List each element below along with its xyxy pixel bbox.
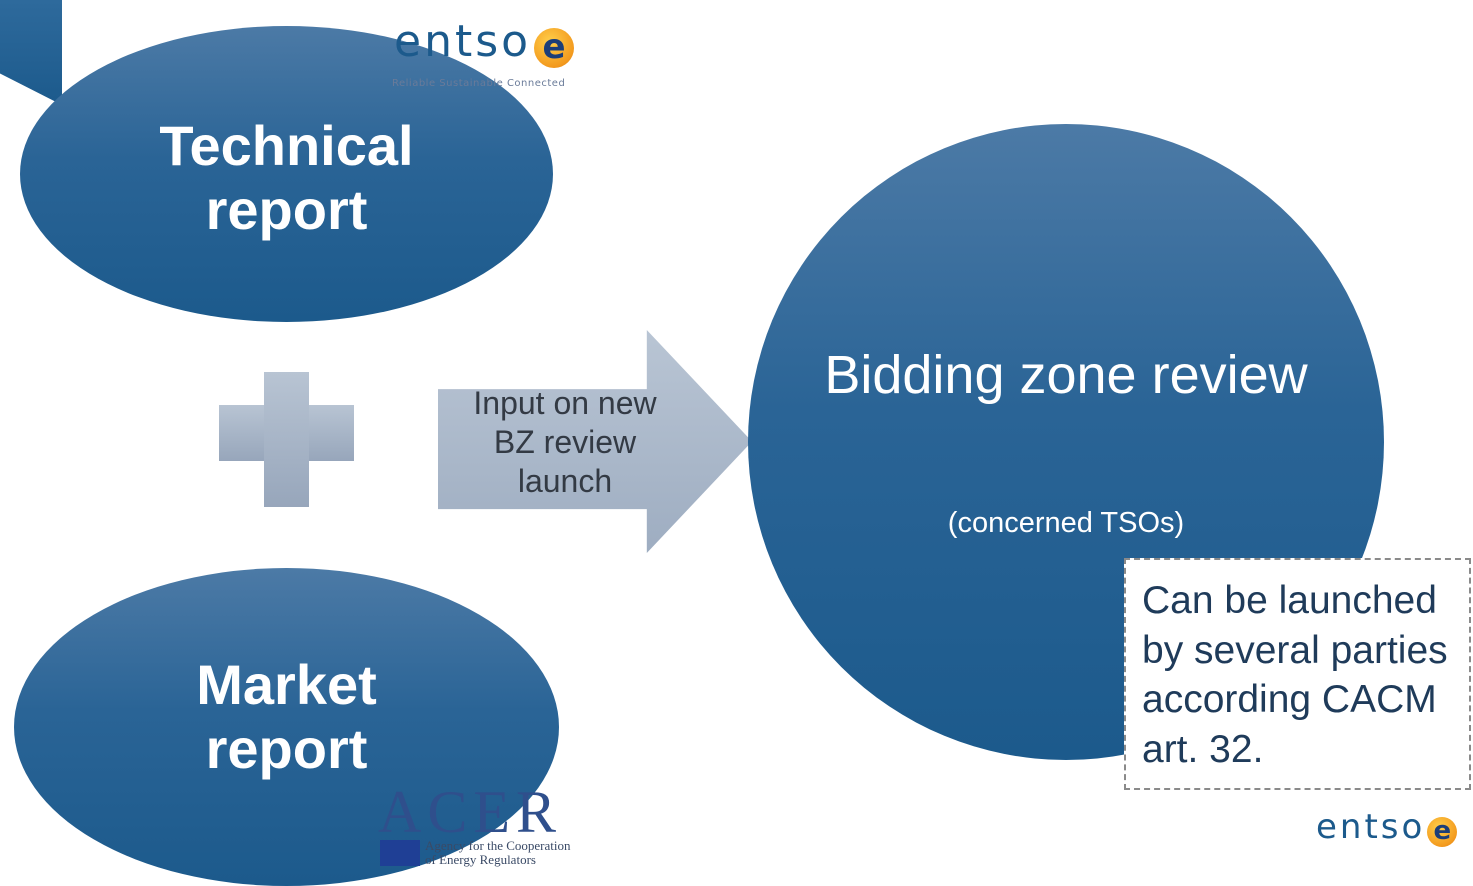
- acer-subtitle-line2: of Energy Regulators: [425, 852, 536, 867]
- corner-tab-shape: [0, 0, 62, 105]
- market-report-label: Market report: [196, 653, 377, 780]
- acer-subtitle-line1: Agency for the Cooperation: [425, 838, 571, 853]
- entsoe-logo-bottom-e: e: [1427, 817, 1458, 847]
- plus-sign-vertical: [264, 372, 309, 507]
- entsoe-logo-bottom-word: entso: [1316, 807, 1426, 847]
- arrow-label: Input on new BZ review launch: [473, 385, 657, 499]
- eu-flag-icon: [380, 840, 420, 866]
- bidding-zone-subtitle: (concerned TSOs): [947, 507, 1185, 539]
- note-text: Can be launched by several parties accor…: [1142, 579, 1448, 771]
- entsoe-logo-top-e: e: [534, 28, 575, 68]
- bidding-zone-title: Bidding zone review: [824, 345, 1308, 405]
- technical-report-label: Technical report: [159, 114, 414, 241]
- note-box: [1124, 558, 1471, 790]
- acer-logo: ACER: [378, 779, 563, 845]
- acer-logo-subtitle: Agency for the Cooperation of Energy Reg…: [425, 839, 570, 867]
- technical-report-ellipse: Technical report: [20, 26, 553, 322]
- entsoe-logo-top-word: entso: [394, 16, 532, 67]
- market-report-ellipse: Market report: [14, 568, 559, 886]
- entsoe-tagline: Reliable Sustainable Connected: [392, 78, 566, 89]
